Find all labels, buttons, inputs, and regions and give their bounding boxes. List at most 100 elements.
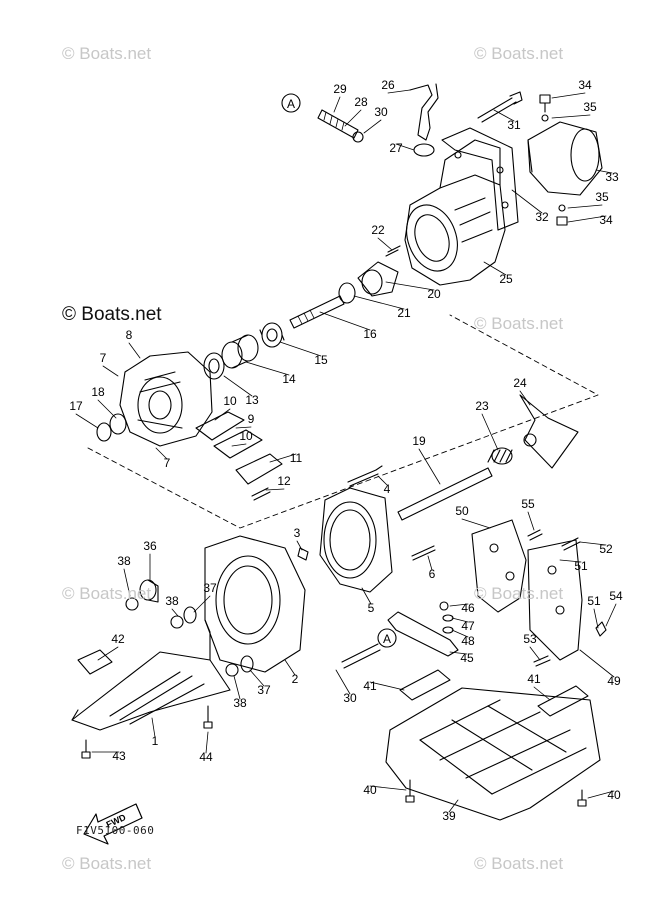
- callout-number: 25: [499, 272, 513, 286]
- leader-line: [449, 603, 469, 607]
- leader-line: [567, 204, 603, 209]
- shaft-part: [341, 643, 381, 669]
- bolt-part: [347, 465, 383, 487]
- clamp-part: [413, 143, 435, 157]
- leader-line: [245, 361, 290, 376]
- leader-line: [449, 651, 468, 655]
- shaft-part: [397, 467, 493, 521]
- callout-number: 40: [363, 783, 377, 797]
- cap-part: [139, 579, 159, 603]
- leader-line: [595, 169, 613, 174]
- bolt-part: [561, 537, 581, 551]
- bolt-part: [533, 655, 551, 667]
- bolt-part: [595, 621, 607, 637]
- callout-number: 31: [507, 118, 521, 132]
- leader-line: [461, 518, 491, 529]
- callout-number: 44: [199, 750, 213, 764]
- watermark: © Boats.net: [474, 584, 564, 603]
- callout-number: 30: [343, 691, 357, 705]
- callout-number: 20: [427, 287, 441, 301]
- callout-number: 4: [384, 482, 391, 496]
- leader-line: [193, 595, 211, 613]
- callout-number: 40: [607, 788, 621, 802]
- bracket-part: [77, 649, 113, 675]
- bolt-part: [477, 91, 523, 123]
- leader-line: [483, 261, 507, 276]
- callout-number: 45: [460, 651, 474, 665]
- callout-number: 29: [333, 82, 347, 96]
- leader-line: [519, 390, 531, 406]
- callout-number: 36: [143, 539, 157, 553]
- nut-part: [352, 131, 364, 143]
- callout-number: 27: [389, 141, 403, 155]
- ref-marker: A: [281, 93, 301, 113]
- impeller-part: [519, 394, 579, 469]
- bolt-part: [527, 529, 543, 541]
- steering-nozzle-part: [527, 121, 603, 196]
- shaft-part: [317, 109, 359, 139]
- leader-line: [559, 559, 582, 563]
- callout-number: 37: [257, 683, 271, 697]
- leader-line: [235, 426, 252, 429]
- callout-number: 37: [203, 581, 217, 595]
- leader-line: [233, 675, 241, 700]
- nozzle-bracket-part: [441, 127, 519, 231]
- leader-line: [579, 541, 607, 546]
- spring-part: [487, 447, 513, 465]
- leader-line: [369, 681, 405, 691]
- callout-number: 22: [371, 223, 385, 237]
- callout-number: 54: [609, 589, 623, 603]
- leader-line: [451, 629, 469, 638]
- leader-line: [363, 119, 382, 134]
- callout-number: 23: [475, 399, 489, 413]
- group-boundary: [87, 314, 599, 529]
- ride-plate-part: [385, 687, 601, 821]
- leader-line: [527, 511, 535, 531]
- leader-line: [284, 659, 296, 676]
- leader-line: [214, 408, 231, 421]
- callout-number: 6: [429, 567, 436, 581]
- callout-number: 41: [363, 679, 377, 693]
- sleeve-part: [221, 334, 259, 369]
- impeller-housing-part: [119, 351, 213, 447]
- callout-number: 41: [527, 672, 541, 686]
- hose-part: [409, 83, 439, 141]
- leader-line: [353, 295, 405, 310]
- callout-number: 38: [117, 554, 131, 568]
- pump-housing-part: [319, 487, 393, 593]
- ref-marker: A: [377, 628, 397, 648]
- leader-line: [481, 413, 499, 451]
- leader-line: [511, 189, 543, 214]
- callout-number: 28: [354, 95, 368, 109]
- callout-labels: 1234567789101011121314151617181920212223…: [69, 78, 623, 823]
- leader-line: [448, 799, 459, 813]
- callout-number: 35: [583, 100, 597, 114]
- diagram-code: F1V5100-060: [76, 824, 155, 837]
- watermark: © Boats.net: [474, 314, 564, 333]
- leader-line: [319, 311, 371, 331]
- leader-line: [269, 453, 297, 463]
- callout-number: 15: [314, 353, 328, 367]
- watermark: © Boats.net: [62, 44, 152, 63]
- leader-line: [335, 669, 351, 695]
- callout-number: 17: [69, 399, 83, 413]
- screw-part: [203, 705, 213, 729]
- ref-marker-label: A: [383, 632, 391, 646]
- leader-line: [418, 448, 441, 485]
- leader-line: [493, 109, 515, 122]
- callout-number: 35: [595, 190, 609, 204]
- callout-number: 1: [152, 734, 159, 748]
- callout-number: 38: [165, 594, 179, 608]
- watermark: © Boats.net: [62, 304, 162, 325]
- shaft-part: [289, 295, 345, 329]
- leader-line: [551, 114, 591, 119]
- callout-number: 52: [599, 542, 613, 556]
- callout-number: 50: [455, 504, 469, 518]
- bracket-part: [387, 611, 459, 657]
- leader-line: [385, 281, 435, 291]
- leader-line: [369, 785, 407, 791]
- ref-marker-label: A: [287, 97, 295, 111]
- plate-part: [527, 539, 583, 661]
- callout-number: 7: [100, 351, 107, 365]
